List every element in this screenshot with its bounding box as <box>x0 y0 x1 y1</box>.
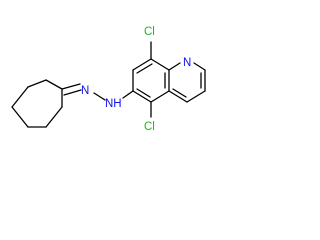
chlorine-label-top: Cl <box>144 26 155 38</box>
bond <box>136 88 151 98</box>
cyclohexane-ring <box>11 79 63 128</box>
bond <box>136 63 153 74</box>
chlorine-label-bottom: Cl <box>144 121 155 133</box>
bond <box>11 86 29 108</box>
hydrazone-linker <box>61 83 134 101</box>
bond <box>132 90 152 103</box>
bond <box>150 90 170 103</box>
bond <box>168 90 188 103</box>
bond <box>45 106 63 128</box>
nh-label: NH <box>105 98 122 110</box>
bond <box>45 79 63 90</box>
bond <box>63 89 82 96</box>
bond <box>122 90 134 99</box>
quinoline-hydrazone-structure: Cl Cl N N NH <box>11 26 206 133</box>
bond <box>193 62 206 71</box>
bond <box>172 88 187 98</box>
bond <box>150 58 170 71</box>
bond <box>168 62 181 71</box>
bond <box>61 83 81 90</box>
bond <box>11 106 29 128</box>
pyridine-ring <box>168 62 206 103</box>
structure-canvas: Cl Cl N N NH <box>0 0 247 153</box>
benzo-ring <box>132 58 170 103</box>
hydrazone-nitrogen-label: N <box>81 85 89 97</box>
ring-nitrogen-label: N <box>183 57 191 69</box>
bond <box>27 79 47 88</box>
bond <box>132 58 152 71</box>
bond <box>93 92 106 101</box>
bond <box>186 90 206 103</box>
